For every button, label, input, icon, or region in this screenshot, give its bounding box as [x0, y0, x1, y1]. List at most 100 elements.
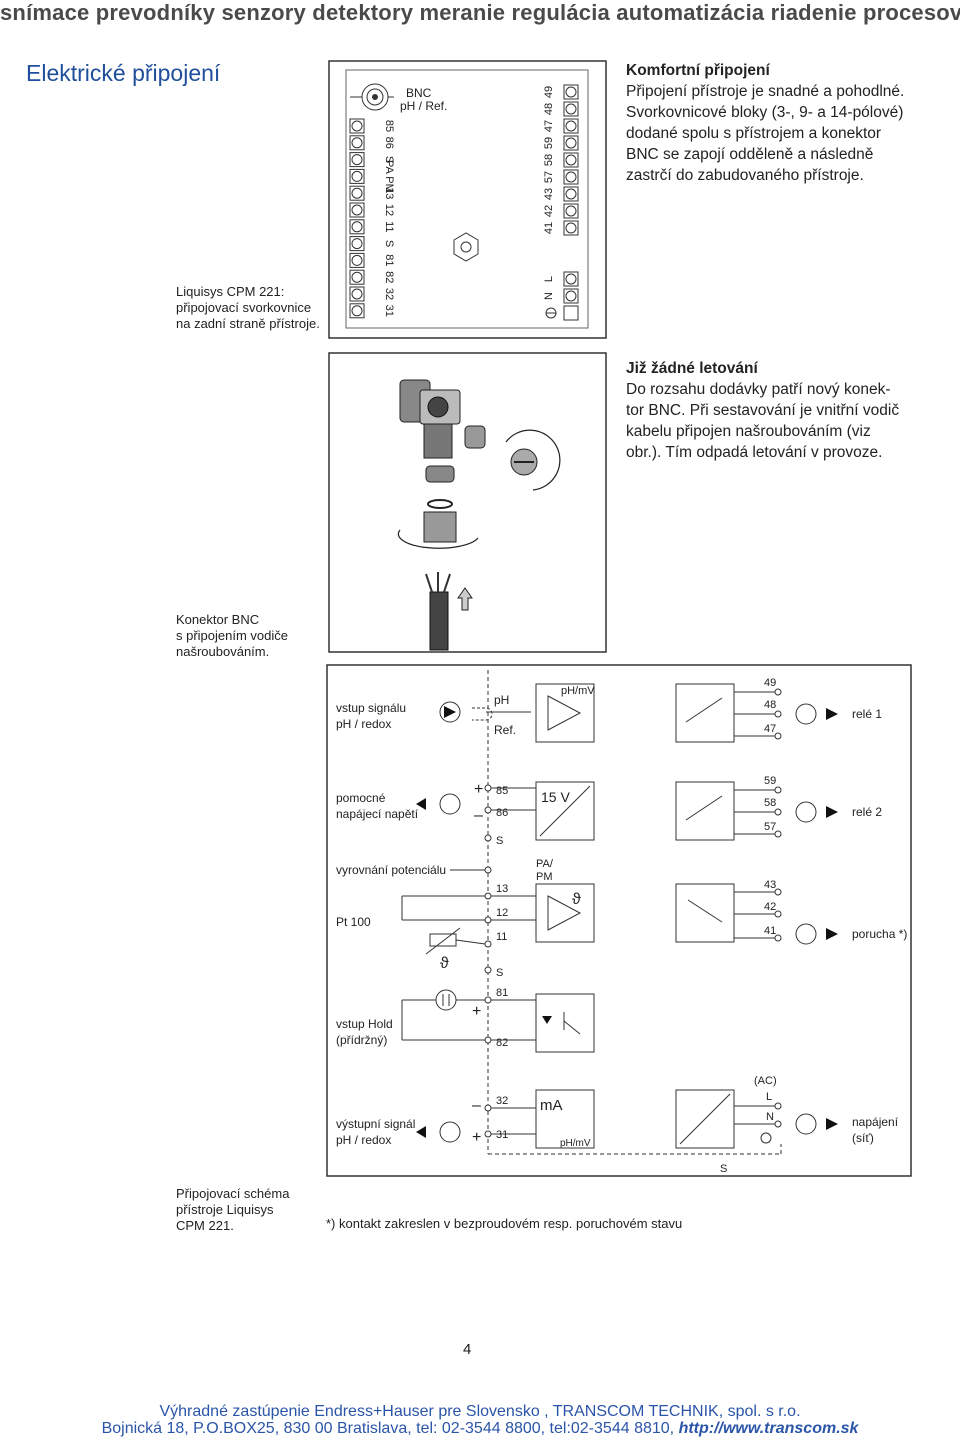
footer-line-1: Výhradné zastúpenie Endress+Hauser pre S…	[159, 1403, 801, 1420]
terminal-screw	[349, 303, 365, 319]
terminal-57: 57	[764, 821, 776, 833]
paragraph-line: zastrčí do zabudovaného přístroje.	[626, 167, 864, 184]
terminal-screw-head	[351, 254, 363, 266]
terminal-screw-head	[351, 120, 363, 132]
terminal-screw-head	[565, 205, 577, 217]
switch-icon	[435, 989, 457, 1011]
paragraph-line: Do rozsahu dodávky patří nový konek-	[626, 381, 891, 398]
paragraph-line: Svorkovnicové bloky (3-, 9- a 14-pólové)	[626, 104, 904, 121]
header-banner: snímace prevodníky senzory detektory mer…	[0, 0, 960, 25]
power-terminal	[563, 271, 579, 287]
terminal-label: 32	[383, 288, 395, 300]
nut-washer-icon	[397, 465, 479, 549]
pm-label: PM	[536, 871, 553, 883]
terminal-screw	[349, 269, 365, 285]
caption-line: Liquisys CPM 221:	[176, 284, 285, 299]
terminal-label: 81	[383, 254, 395, 266]
terminal-screw	[349, 185, 365, 201]
terminals-caption: Liquisys CPM 221: připojovací svorkovnic…	[176, 284, 320, 332]
terminal-screw-head	[351, 305, 363, 317]
terminal-31: 31	[496, 1129, 508, 1141]
terminal-screw-head	[565, 154, 577, 166]
bnc-connector-icon	[399, 379, 486, 459]
paragraph-comfort: Komfortní připojení Připojení přístroje …	[626, 60, 956, 186]
terminal-label: 49	[543, 86, 555, 98]
terminal-screw-head	[565, 188, 577, 200]
terminal-screw-head	[351, 137, 363, 149]
terminal-86: 86	[496, 807, 508, 819]
minus-sign: –	[474, 807, 483, 824]
terminal-screw-head	[351, 271, 363, 283]
plus-sign: +	[472, 1003, 481, 1020]
terminal-screw	[349, 168, 365, 184]
terminal-48: 48	[764, 699, 776, 711]
ma-label: mA	[540, 1097, 563, 1114]
power-terminal-label: L	[543, 276, 555, 282]
terminal-screw	[349, 219, 365, 235]
terminal-label: 86	[383, 137, 395, 149]
terminal-screw	[349, 236, 365, 252]
terminal-screw	[349, 202, 365, 218]
terminal-s-bottom: S	[720, 1163, 727, 1175]
plus-sign: +	[472, 1129, 481, 1146]
terminal-s: S	[496, 967, 503, 979]
hold-input-label: vstup Hold	[336, 1017, 393, 1031]
terminal-screw-head	[565, 120, 577, 132]
output-signal-label-2: pH / redox	[336, 1133, 391, 1147]
terminal-label: 59	[543, 137, 555, 149]
15v-label: 15 V	[541, 789, 570, 805]
caption-line: Konektor BNC	[176, 612, 260, 627]
power-terminal-head	[565, 290, 577, 302]
terminal-screw-head	[565, 137, 577, 149]
terminal-screw	[563, 203, 579, 219]
power-terminal-head	[565, 273, 577, 285]
terminal-81: 81	[496, 987, 508, 999]
terminal-screw-head	[351, 288, 363, 300]
paragraph-line: dodané spolu s přístrojem a konektor	[626, 125, 882, 142]
mains-label: napájení	[852, 1115, 899, 1129]
page-number: 4	[463, 1341, 472, 1358]
section-title: Elektrické připojení	[26, 60, 221, 86]
signal-input-circle-icon	[439, 701, 461, 723]
terminal-label: 58	[543, 154, 555, 166]
terminal-screw-head	[351, 170, 363, 182]
terminal-label: 85	[383, 120, 395, 132]
terminal-s: S	[496, 835, 503, 847]
terminal-label: 48	[543, 103, 555, 115]
temperature-icon: ϑ	[572, 891, 581, 908]
aux-supply-label-2: napájecí napětí	[336, 807, 419, 821]
arrow-right-icon	[826, 708, 838, 720]
paragraph-line: kabelu připojen našroubováním (viz	[626, 423, 871, 440]
terminal-screw	[349, 118, 365, 134]
footer-address: Bojnická 18, P.O.BOX25, 830 00 Bratislav…	[101, 1420, 675, 1437]
terminal-label: 13	[383, 187, 395, 199]
terminal-n: N	[766, 1111, 774, 1123]
terminal-label: 12	[383, 204, 395, 216]
terminal-screw-head	[565, 86, 577, 98]
mains-label-2: (síť)	[852, 1131, 874, 1145]
terminal-82: 82	[496, 1037, 508, 1049]
terminal-49: 49	[764, 677, 776, 689]
caption-line: CPM 221.	[176, 1218, 234, 1233]
terminal-screw-head	[351, 238, 363, 250]
output-signal-label: výstupní signál	[336, 1117, 415, 1131]
terminal-screw	[563, 135, 579, 151]
terminal-32: 32	[496, 1095, 508, 1107]
terminal-label: S	[383, 156, 395, 163]
signal-input-label-2: pH / redox	[336, 717, 391, 731]
terminal-screw	[349, 135, 365, 151]
terminal-12: 12	[496, 907, 508, 919]
caption-line: připojovací svorkovnice	[176, 300, 312, 315]
paragraph-line: obr.). Tím odpadá letování v provoze.	[626, 444, 883, 461]
paragraph-line: BNC se zapojí odděleně a následně	[626, 146, 874, 163]
relay-2-label: relé 2	[852, 805, 882, 819]
footer-url-link[interactable]: http://www.transcom.sk	[678, 1420, 859, 1437]
ph-label: pH	[494, 693, 509, 707]
terminal-screw	[563, 220, 579, 236]
bnc-label-2: pH / Ref.	[400, 99, 447, 113]
terminal-screw	[563, 101, 579, 117]
wiring-scheme: vstup signálu pH / redox pH Ref. pH/mV 4…	[326, 664, 912, 1177]
arrow-up-icon	[457, 587, 473, 611]
